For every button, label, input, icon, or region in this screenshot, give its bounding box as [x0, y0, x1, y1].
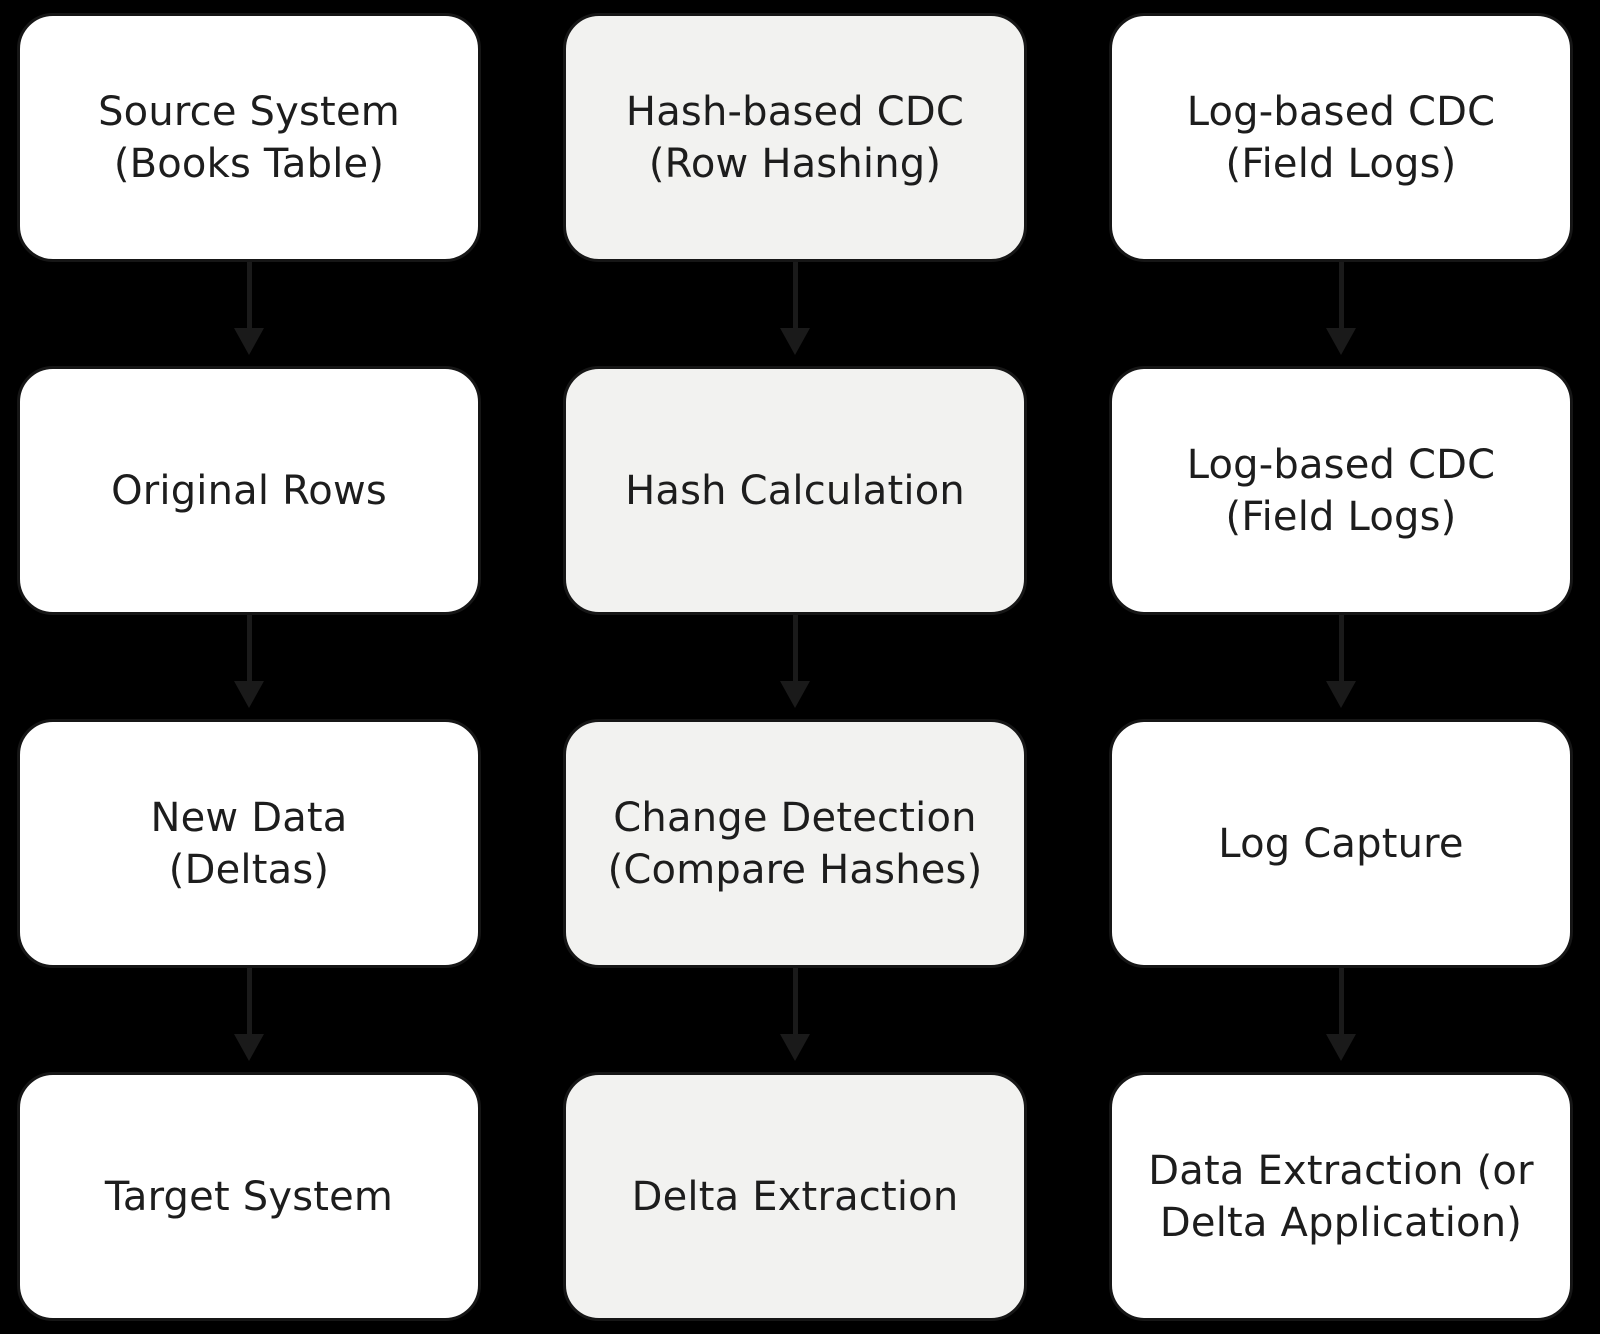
arrow-head [1326, 328, 1356, 355]
node-label: Delta Extraction [631, 1173, 959, 1220]
node-log-based-cdc-2: Log-based CDC (Field Logs) [1109, 366, 1573, 615]
node-label: New Data (Deltas) [150, 794, 348, 893]
down-arrow-icon [1109, 262, 1573, 366]
down-arrow-icon [17, 262, 481, 366]
arrow-stem [792, 968, 798, 1034]
node-label: Log-based CDC (Field Logs) [1186, 441, 1496, 540]
node-hash-calculation: Hash Calculation [563, 366, 1027, 615]
arrow-stem [246, 615, 252, 681]
node-change-detection: Change Detection (Compare Hashes) [563, 719, 1027, 968]
arrow-stem [246, 968, 252, 1034]
node-delta-extraction: Delta Extraction [563, 1072, 1027, 1321]
down-arrow-icon [1109, 615, 1573, 719]
node-log-capture: Log Capture [1109, 719, 1573, 968]
down-arrow-icon [563, 262, 1027, 366]
column-source-to-target: Source System (Books Table) Original Row… [17, 13, 481, 1321]
down-arrow-icon [563, 615, 1027, 719]
node-data-extraction: Data Extraction (or Delta Application) [1109, 1072, 1573, 1321]
node-label: Target System [104, 1173, 394, 1220]
node-label: Data Extraction (or Delta Application) [1148, 1147, 1534, 1246]
arrow-head [234, 1034, 264, 1061]
node-label: Source System (Books Table) [98, 88, 400, 187]
node-label: Change Detection (Compare Hashes) [607, 794, 983, 893]
arrow-head [780, 328, 810, 355]
arrow-stem [792, 262, 798, 328]
down-arrow-icon [1109, 968, 1573, 1072]
arrow-head [1326, 681, 1356, 708]
node-log-based-cdc-1: Log-based CDC (Field Logs) [1109, 13, 1573, 262]
node-target-system: Target System [17, 1072, 481, 1321]
arrow-stem [246, 262, 252, 328]
arrow-stem [1338, 615, 1344, 681]
arrow-head [780, 681, 810, 708]
node-label: Log-based CDC (Field Logs) [1186, 88, 1496, 187]
column-hash-based-cdc: Hash-based CDC (Row Hashing) Hash Calcul… [563, 13, 1027, 1321]
node-original-rows: Original Rows [17, 366, 481, 615]
down-arrow-icon [17, 968, 481, 1072]
node-label: Hash Calculation [625, 467, 965, 514]
node-source-system: Source System (Books Table) [17, 13, 481, 262]
node-hash-based-cdc: Hash-based CDC (Row Hashing) [563, 13, 1027, 262]
arrow-stem [792, 615, 798, 681]
node-label: Original Rows [111, 467, 387, 514]
node-label: Log Capture [1218, 820, 1464, 867]
arrow-head [780, 1034, 810, 1061]
column-log-based-cdc: Log-based CDC (Field Logs) Log-based CDC… [1109, 13, 1573, 1321]
node-label: Hash-based CDC (Row Hashing) [625, 88, 965, 187]
arrow-stem [1338, 968, 1344, 1034]
down-arrow-icon [17, 615, 481, 719]
down-arrow-icon [563, 968, 1027, 1072]
arrow-stem [1338, 262, 1344, 328]
arrow-head [234, 328, 264, 355]
node-new-data-deltas: New Data (Deltas) [17, 719, 481, 968]
arrow-head [1326, 1034, 1356, 1061]
arrow-head [234, 681, 264, 708]
